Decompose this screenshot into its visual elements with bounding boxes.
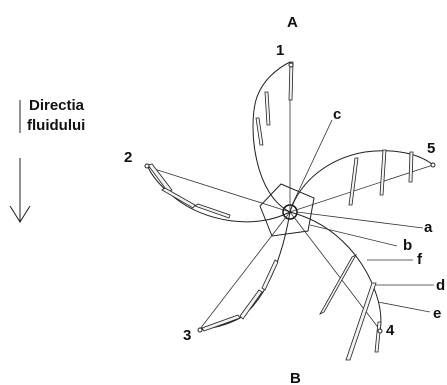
part-letter-d: d — [436, 277, 445, 294]
flow-direction-arrow-icon — [9, 205, 31, 223]
part-letter-e: e — [433, 305, 441, 322]
blades-arm-5 — [348, 149, 436, 206]
part-letter-c: c — [333, 106, 341, 123]
blade-number-4: 4 — [386, 322, 395, 339]
blade-number-3: 3 — [183, 327, 191, 344]
hub-pentagon — [259, 183, 315, 237]
blades-arm-1 — [255, 61, 294, 146]
flow-direction-indicator — [9, 100, 31, 223]
part-letter-f: f — [417, 251, 423, 268]
blades-arm-4 — [319, 254, 383, 361]
flow-label-line1: Directia — [29, 97, 85, 114]
blade-number-5: 5 — [427, 140, 435, 157]
blades-arm-3 — [197, 259, 279, 333]
leader-lines — [291, 119, 434, 313]
radial-lines — [147, 65, 434, 331]
part-letter-a: a — [424, 219, 433, 236]
bottom-label: B — [290, 370, 301, 385]
blade-arms — [147, 61, 434, 333]
blade-number-2: 2 — [124, 149, 132, 166]
blades-arm-2 — [144, 163, 231, 219]
top-label: A — [287, 14, 298, 31]
flow-label-line2: fluidului — [27, 117, 85, 134]
part-letter-b: b — [403, 237, 412, 254]
blade-number-1: 1 — [276, 42, 284, 59]
